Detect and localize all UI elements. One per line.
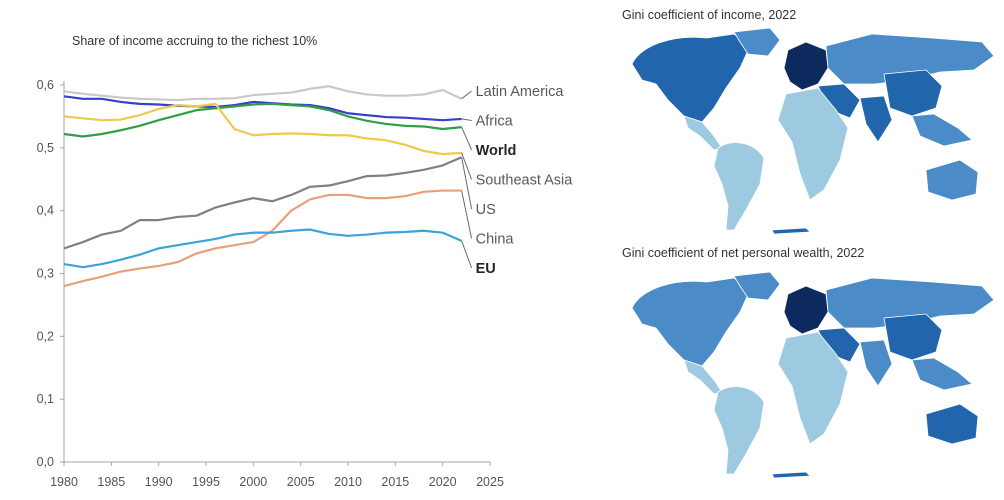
label-leader-latin-america [461,90,472,100]
income-map-title: Gini coefficient of income, 2022 [622,8,797,22]
south-america-region [713,142,765,231]
south-asia-region [859,339,893,387]
y-tick-label: 0,2 [37,329,54,343]
wealth-gini-world-map [631,271,995,479]
y-tick-label: 0,3 [37,267,54,281]
south-america-region [713,386,765,475]
chart-series [63,85,463,288]
y-tick-label: 0,4 [37,204,54,218]
series-line-africa [63,95,462,122]
series-line-southeast-asia [63,102,462,156]
africa-region [777,87,849,201]
label-leader-africa [461,118,472,121]
series-line-latin-america [63,85,463,102]
label-leader-world [461,126,473,151]
label-leader-southeast-asia [461,152,473,180]
y-tick-label: 0,6 [37,78,54,92]
europe-region [783,285,829,335]
russia-asia-region [825,33,995,85]
x-tick-label: 1990 [145,475,173,489]
series-line-eu [63,228,463,269]
series-line-us [63,156,463,250]
southeast-asia-region [911,113,973,147]
x-tick-label: 1980 [50,475,78,489]
series-line-world [63,102,462,138]
chart-title: Share of income accruing to the richest … [72,34,317,48]
north-america-region [631,277,751,367]
greenland-region [733,27,781,57]
series-label-latin-america: Latin America [476,84,565,100]
north-america-region [631,33,751,123]
china-region [883,69,943,117]
series-line-china [63,189,462,288]
australia-region [925,403,979,445]
chart-axes: 0,0 0,1 0,2 0,3 0,4 0,5 0,6 1980 1985 1990 1995 200… [37,78,504,489]
x-tick-label: 1995 [192,475,220,489]
southeast-asia-region [911,357,973,391]
x-tick-label: 2010 [334,475,362,489]
series-label-china: China [476,232,515,248]
income-gini-world-map [631,27,995,235]
x-tick-label: 1985 [97,475,125,489]
wealth-map-title: Gini coefficient of net personal wealth,… [622,246,865,260]
x-tick-label: 2000 [239,475,267,489]
y-tick-label: 0,5 [37,141,54,155]
x-tick-label: 2015 [381,475,409,489]
label-leader-china [461,190,473,239]
antarctica-strip [771,471,811,479]
south-asia-region [859,95,893,143]
x-tick-label: 2020 [429,475,457,489]
series-label-southeast-asia: Southeast Asia [476,173,574,189]
series-label-africa: Africa [476,114,514,130]
australia-region [925,159,979,201]
antarctica-strip [771,227,811,235]
line-chart-svg: Share of income accruing to the richest … [37,34,574,489]
label-leader-us [461,157,473,210]
y-tick-label: 0,0 [37,455,54,469]
y-tick-label: 0,1 [37,392,54,406]
russia-asia-region [825,277,995,329]
series-label-world: World [476,143,517,159]
x-tick-label: 2025 [476,475,504,489]
label-leader-eu [461,240,473,269]
china-region [883,313,943,361]
greenland-region [733,271,781,301]
series-label-eu: EU [476,261,496,277]
africa-region [777,331,849,445]
europe-region [783,41,829,91]
x-tick-label: 2005 [287,475,315,489]
series-label-us: US [476,202,496,218]
income-share-chart: Share of income accruing to the richest … [37,34,574,489]
